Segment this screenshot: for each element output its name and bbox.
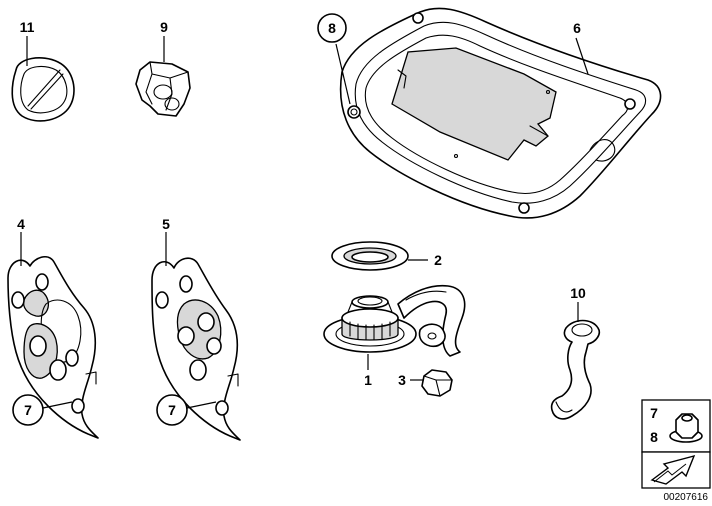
callout-8: 8 bbox=[328, 20, 336, 36]
callout-3: 3 bbox=[398, 372, 406, 388]
leader-line bbox=[186, 401, 217, 409]
legend-label-8: 8 bbox=[650, 429, 658, 445]
callout-4: 4 bbox=[17, 216, 25, 232]
callout-5: 5 bbox=[162, 216, 170, 232]
part-2-ring bbox=[331, 241, 409, 271]
callout-11: 11 bbox=[20, 19, 35, 35]
callout-7b-badge: 7 bbox=[156, 394, 188, 426]
leader-line bbox=[42, 401, 73, 409]
nut-icon bbox=[669, 413, 703, 443]
callout-7a: 7 bbox=[24, 402, 32, 418]
part-5-gasket bbox=[151, 257, 241, 441]
document-number: 00207616 bbox=[664, 492, 709, 503]
part-11-sealing-ring bbox=[11, 57, 75, 122]
part-10-hose bbox=[550, 319, 601, 420]
callout-10: 10 bbox=[570, 285, 586, 301]
leader-line bbox=[575, 37, 589, 75]
callout-8-badge: 8 bbox=[317, 13, 347, 43]
callout-1: 1 bbox=[364, 372, 372, 388]
part-3-cap bbox=[421, 369, 453, 397]
legend-label-7: 7 bbox=[650, 405, 658, 421]
legend-box: 7 8 bbox=[641, 399, 711, 453]
part-9-clip bbox=[135, 61, 191, 117]
callout-7b: 7 bbox=[168, 402, 176, 418]
part-1-filler-neck bbox=[323, 284, 466, 357]
callout-2: 2 bbox=[434, 252, 442, 268]
legend-arrow-box bbox=[641, 451, 711, 489]
arrow-icon bbox=[650, 454, 696, 485]
callout-6: 6 bbox=[573, 20, 581, 36]
callout-7a-badge: 7 bbox=[12, 394, 44, 426]
callout-9: 9 bbox=[160, 19, 168, 35]
leader-line bbox=[335, 43, 351, 105]
part-4-gasket bbox=[7, 255, 99, 439]
part-6-frame-seal bbox=[339, 7, 662, 219]
